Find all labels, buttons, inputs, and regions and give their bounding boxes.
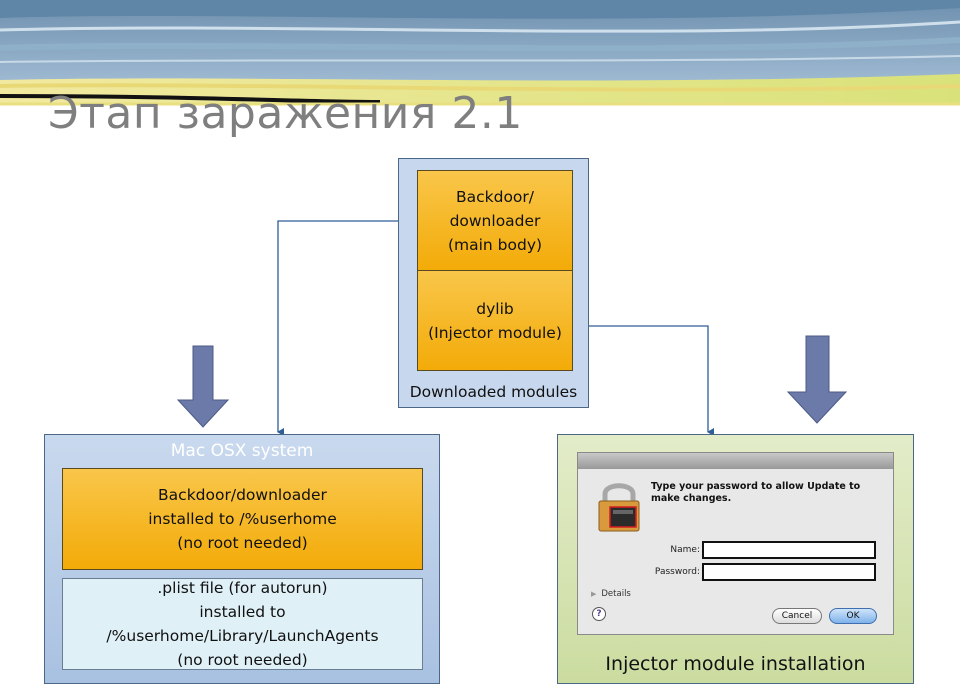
backdoor-main-body-box: Backdoor/ downloader (main body) bbox=[417, 170, 573, 271]
cancel-button-label: Cancel bbox=[781, 611, 813, 621]
lock-icon bbox=[598, 483, 640, 532]
backdoor-main-body-text: Backdoor/ downloader (main body) bbox=[447, 187, 543, 254]
plist-box: .plist file (for autorun) installed to /… bbox=[62, 578, 423, 670]
dylib-text: dylib (Injector module) bbox=[428, 299, 562, 342]
mac-osx-panel: Mac OSX system Backdoor/downloader insta… bbox=[44, 434, 440, 684]
header-wave-banner bbox=[0, 0, 960, 106]
name-label: Name: bbox=[670, 545, 700, 555]
disclosure-triangle-icon: ▶ bbox=[591, 590, 597, 598]
injector-caption: Injector module installation bbox=[605, 653, 866, 675]
password-dialog: Type your password to allow Update to ma… bbox=[577, 452, 894, 635]
ok-button-label: OK bbox=[846, 611, 860, 621]
password-label: Password: bbox=[654, 567, 700, 577]
help-icon: ? bbox=[596, 609, 602, 619]
name-field[interactable] bbox=[702, 541, 876, 559]
dialog-prompt: Type your password to allow Update to ma… bbox=[651, 481, 861, 504]
down-arrow-left bbox=[176, 345, 230, 428]
connector-backdoor-to-mac bbox=[277, 220, 417, 436]
ok-button[interactable]: OK bbox=[829, 608, 877, 624]
backdoor-installed-text: Backdoor/downloader installed to /%userh… bbox=[148, 486, 337, 552]
password-field[interactable] bbox=[702, 563, 876, 581]
connector-dylib-to-injector bbox=[572, 325, 714, 436]
cancel-button[interactable]: Cancel bbox=[772, 608, 822, 624]
help-button[interactable]: ? bbox=[592, 607, 606, 621]
down-arrow-right bbox=[786, 335, 848, 424]
injector-installation-panel: Type your password to allow Update to ma… bbox=[557, 434, 914, 684]
mac-osx-header: Mac OSX system bbox=[170, 441, 314, 461]
plist-text: .plist file (for autorun) installed to /… bbox=[106, 579, 379, 669]
dylib-box: dylib (Injector module) bbox=[417, 270, 573, 371]
downloaded-modules-panel: Backdoor/ downloader (main body) dylib (… bbox=[398, 158, 589, 408]
dialog-title-bar bbox=[578, 453, 893, 469]
page-title: Этап заражения 2.1 bbox=[48, 88, 523, 139]
details-label: Details bbox=[601, 589, 631, 599]
backdoor-installed-box: Backdoor/downloader installed to /%userh… bbox=[62, 468, 423, 570]
downloaded-modules-caption: Downloaded modules bbox=[409, 383, 578, 401]
details-disclosure[interactable]: ▶ Details bbox=[591, 589, 631, 599]
